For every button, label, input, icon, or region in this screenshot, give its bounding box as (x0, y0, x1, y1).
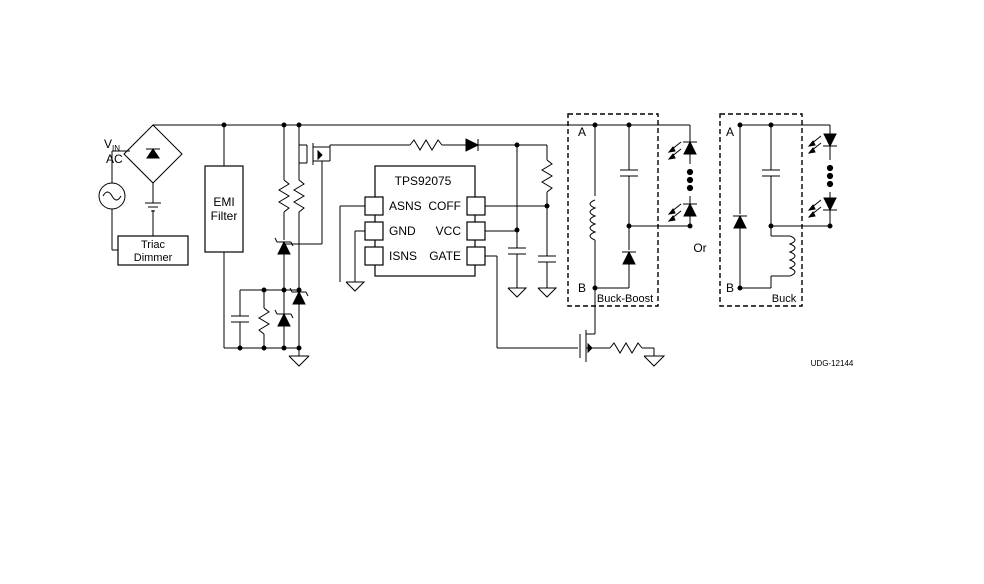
node-b-right: B (726, 281, 734, 295)
startup-mosfet (284, 143, 410, 245)
or-label: Or (693, 241, 706, 255)
pin-gnd-label: GND (389, 224, 416, 238)
pin-vcc-label: VCC (436, 224, 462, 238)
ic-tps92075 (364, 165, 486, 277)
main-mosfet (579, 288, 666, 367)
emi-label-line2: Filter (211, 209, 238, 223)
node-b-left: B (578, 281, 586, 295)
buck-boost-label: Buck-Boost (597, 293, 653, 305)
triac-label-line2: Dimmer (134, 252, 173, 264)
triac-dimmer-block (117, 210, 189, 266)
ac-label: AC (106, 152, 123, 166)
node-a-right: A (726, 125, 734, 139)
pin-isns-label: ISNS (389, 249, 417, 263)
vin-label: VIN (104, 137, 120, 153)
pin-asns-label: ASNS (389, 199, 422, 213)
led-string-left (667, 125, 697, 229)
buck-label: Buck (772, 293, 797, 305)
emi-label-line1: EMI (213, 195, 234, 209)
buck-boost-block (567, 113, 690, 307)
node-a-left: A (578, 125, 586, 139)
ic-right-wiring (485, 205, 578, 349)
ic-name: TPS92075 (395, 174, 452, 188)
led-string-right (807, 125, 837, 229)
pin-gate-label: GATE (429, 249, 461, 263)
ac-source (98, 150, 130, 251)
startup-network (288, 122, 310, 367)
triac-label-line1: Triac (141, 239, 166, 251)
figure-id: UDG-12144 (811, 359, 854, 368)
pin-coff-label: COFF (428, 199, 461, 213)
bleeder-network (240, 122, 299, 293)
buck-block (719, 113, 830, 307)
ic-left-wiring (339, 205, 366, 292)
lower-network (231, 287, 294, 351)
bridge-rectifier (123, 124, 570, 212)
